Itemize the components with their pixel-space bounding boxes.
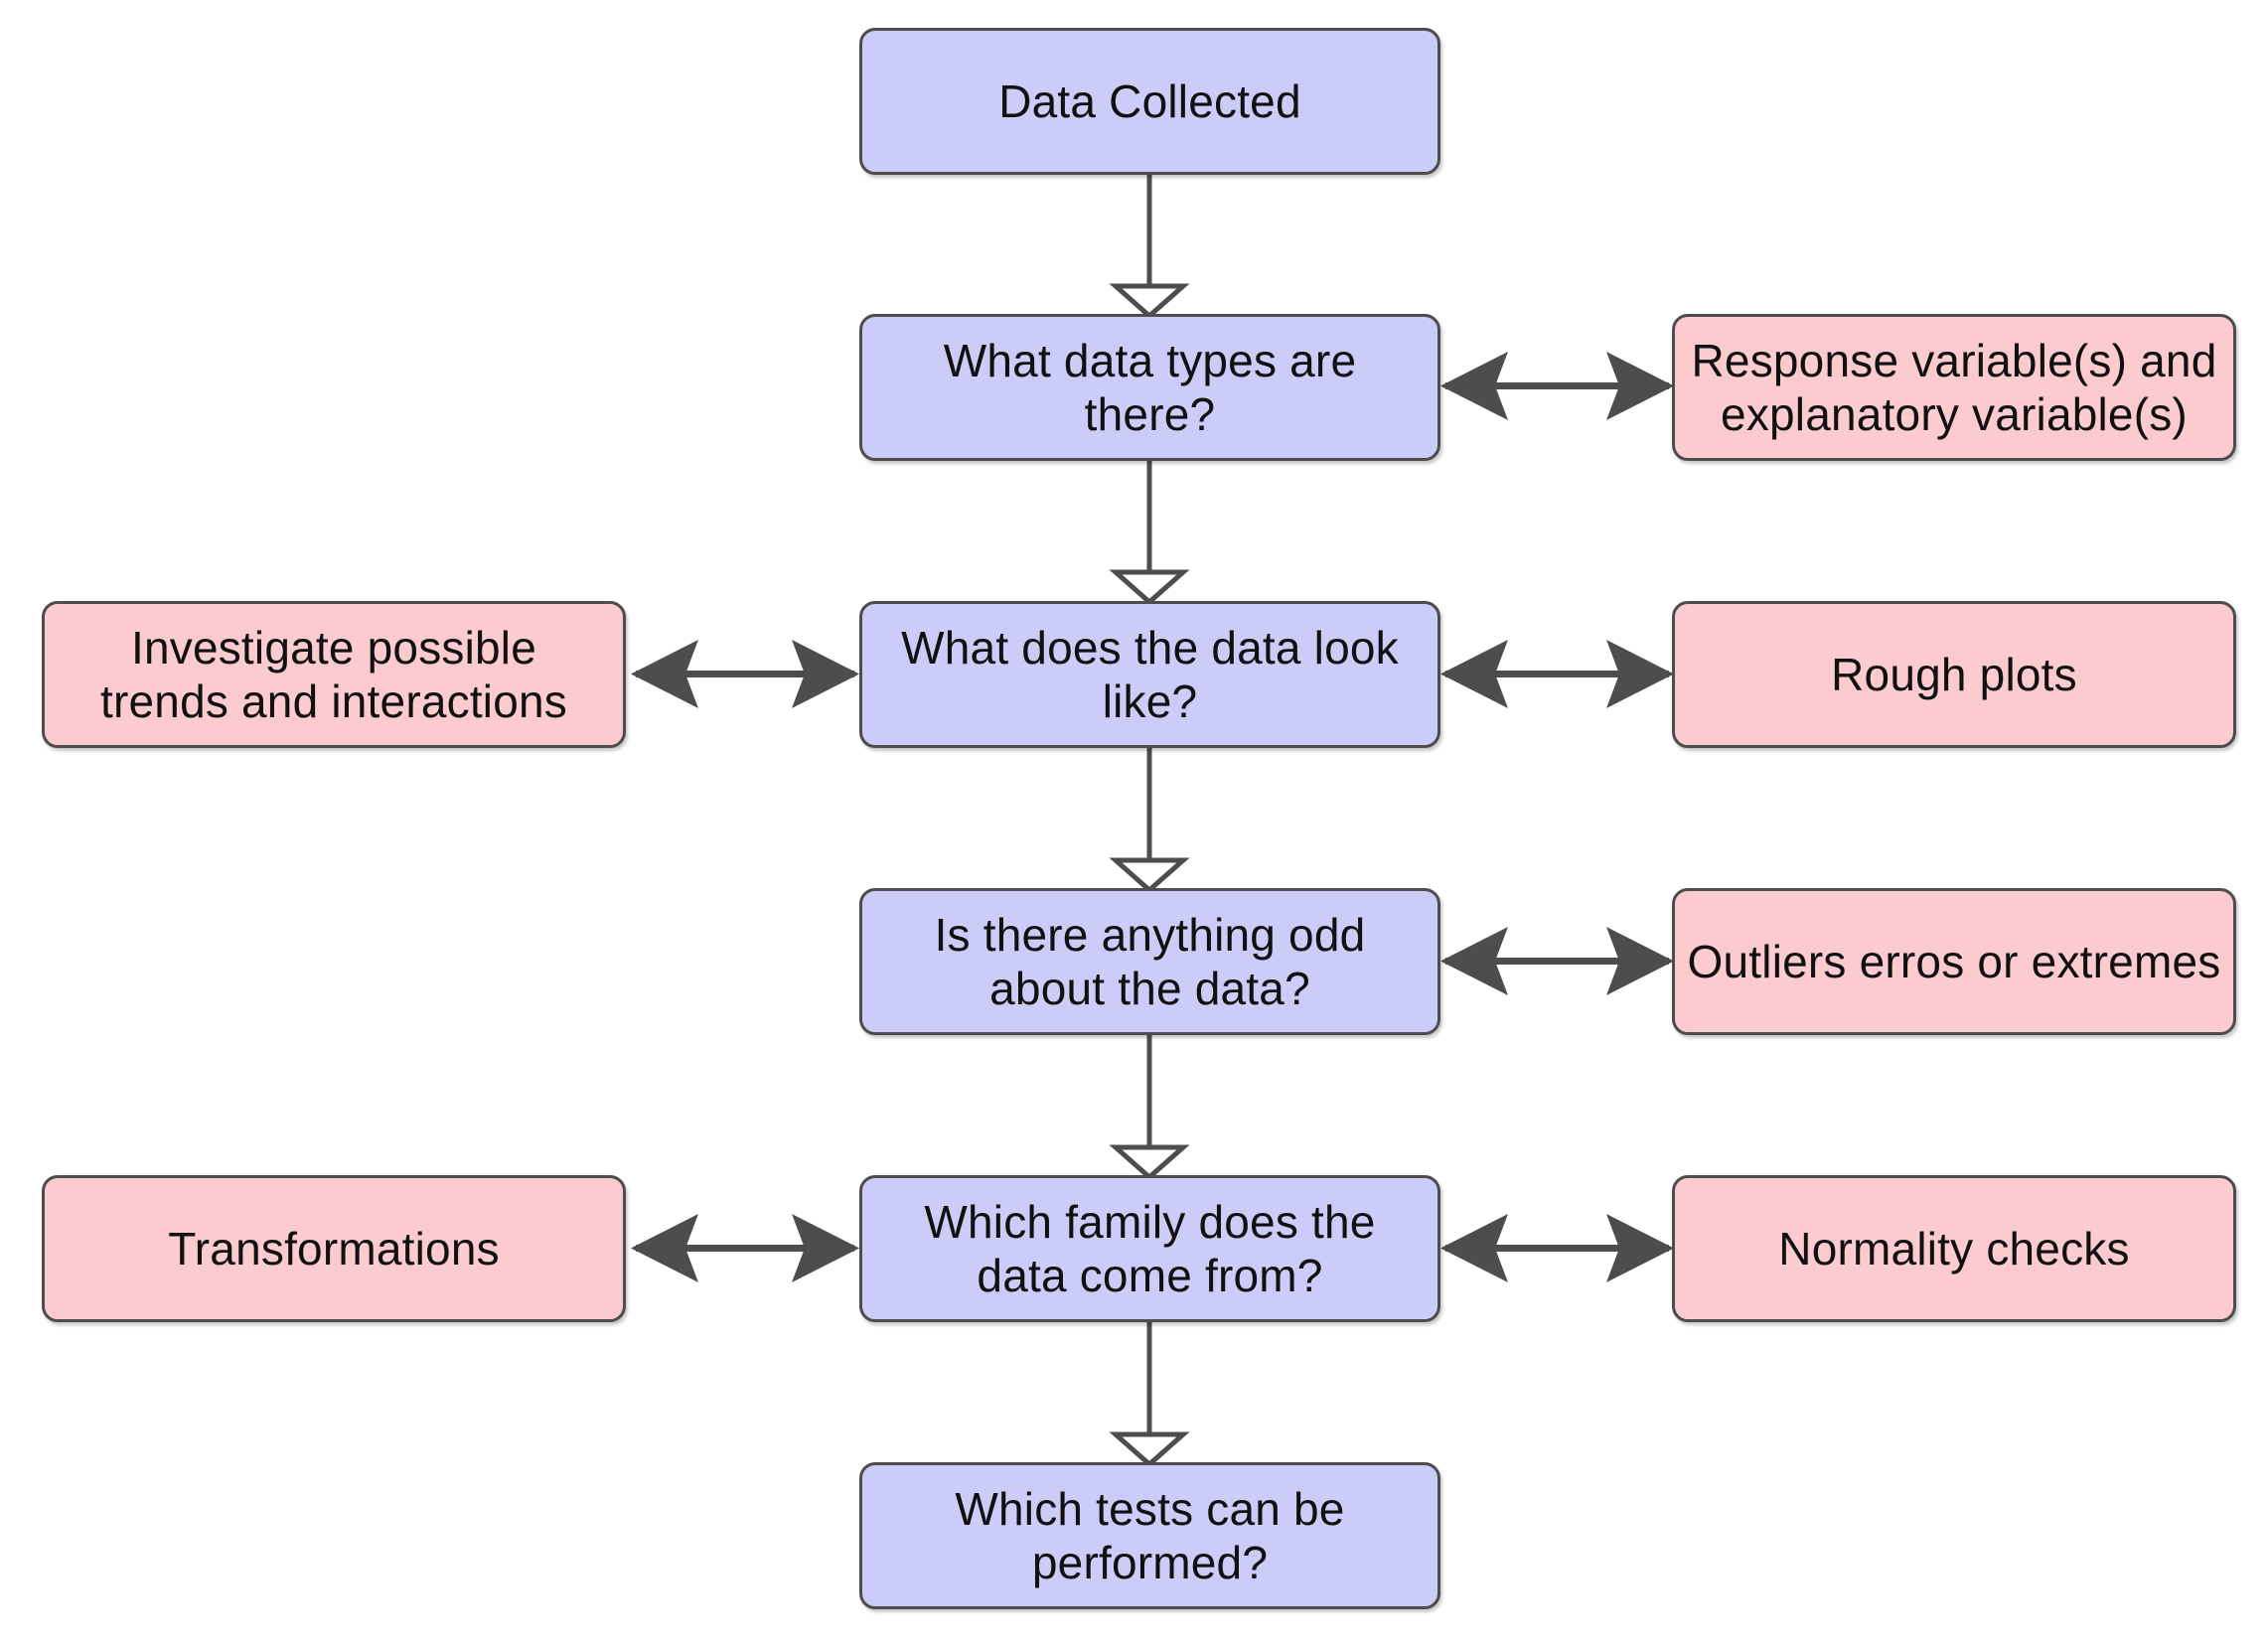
node-label: Is there anything odd about the data?	[934, 908, 1366, 1014]
edge-data-types-to-response-explanatory	[1440, 352, 1674, 420]
node-which-family-does-the-data-come-from[interactable]: Which family does the data come from?	[859, 1175, 1440, 1322]
node-label: What data types are there?	[943, 334, 1357, 440]
node-label: Which tests can be performed?	[955, 1482, 1345, 1588]
edge-anything-odd-to-which-family	[1109, 1034, 1190, 1181]
edge-data-look-like-to-rough-plots	[1440, 640, 1674, 708]
node-is-there-anything-odd-about-the-data[interactable]: Is there anything odd about the data?	[859, 888, 1440, 1035]
edge-which-family-to-which-tests	[1109, 1321, 1190, 1468]
node-normality-checks[interactable]: Normality checks	[1672, 1175, 2236, 1322]
node-label: Data Collected	[998, 75, 1301, 127]
node-what-does-the-data-look-like[interactable]: What does the data look like?	[859, 601, 1440, 748]
edge-data-types-to-data-look-like	[1109, 460, 1190, 606]
node-label: Outliers erros or extremes	[1687, 935, 2221, 987]
edge-data-collected-to-data-types	[1109, 175, 1190, 320]
edge-which-family-to-normality-checks	[1440, 1214, 1674, 1282]
node-rough-plots[interactable]: Rough plots	[1672, 601, 2236, 748]
node-response-and-explanatory-variables[interactable]: Response variable(s) and explanatory var…	[1672, 314, 2236, 461]
node-label: Normality checks	[1778, 1222, 2130, 1274]
horizontal-edges	[631, 352, 1674, 1282]
node-outliers-erros-or-extremes[interactable]: Outliers erros or extremes	[1672, 888, 2236, 1035]
edge-investigate-trends-to-data-look-like	[631, 640, 859, 708]
node-label: Response variable(s) and explanatory var…	[1691, 334, 2217, 440]
node-label: Rough plots	[1831, 648, 2077, 700]
node-label: Which family does the data come from?	[924, 1195, 1376, 1301]
node-what-data-types-are-there[interactable]: What data types are there?	[859, 314, 1440, 461]
edge-transformations-to-which-family	[631, 1214, 859, 1282]
edge-anything-odd-to-outliers	[1440, 927, 1674, 995]
edge-data-look-like-to-anything-odd	[1109, 747, 1190, 894]
node-transformations[interactable]: Transformations	[42, 1175, 626, 1322]
node-data-collected[interactable]: Data Collected	[859, 28, 1440, 175]
node-investigate-possible-trends-and-interactions[interactable]: Investigate possible trends and interact…	[42, 601, 626, 748]
node-label: Transformations	[168, 1222, 500, 1274]
node-which-tests-can-be-performed[interactable]: Which tests can be performed?	[859, 1462, 1440, 1609]
node-label: What does the data look like?	[901, 621, 1399, 727]
node-label: Investigate possible trends and interact…	[100, 621, 567, 727]
